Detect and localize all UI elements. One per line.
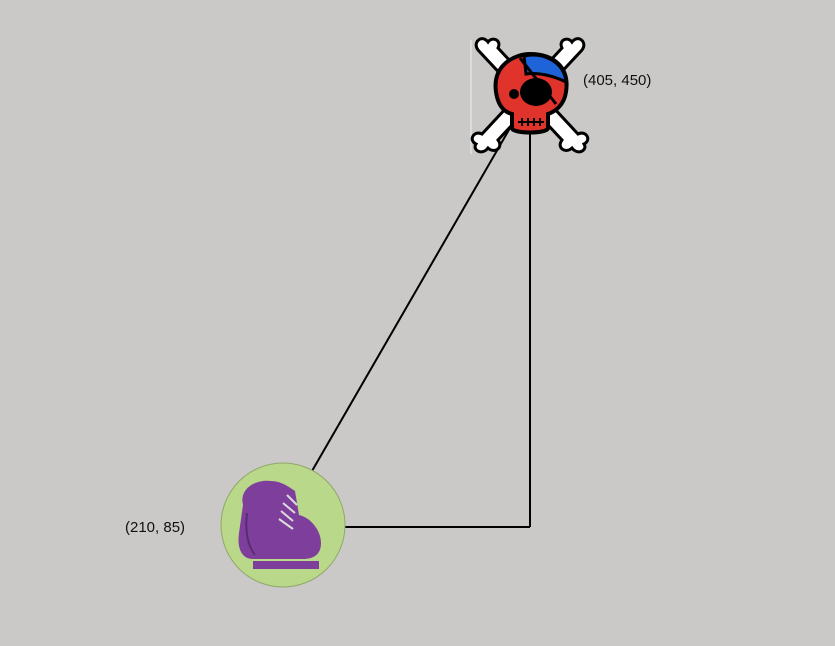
pirate-skull-crossbones-icon[interactable] — [470, 37, 590, 154]
hypotenuse-line — [311, 127, 511, 472]
skull-coordinate-label: (405, 450) — [583, 72, 652, 89]
boot-icon[interactable] — [220, 462, 346, 588]
boot-coordinate-label: (210, 85) — [125, 519, 186, 536]
